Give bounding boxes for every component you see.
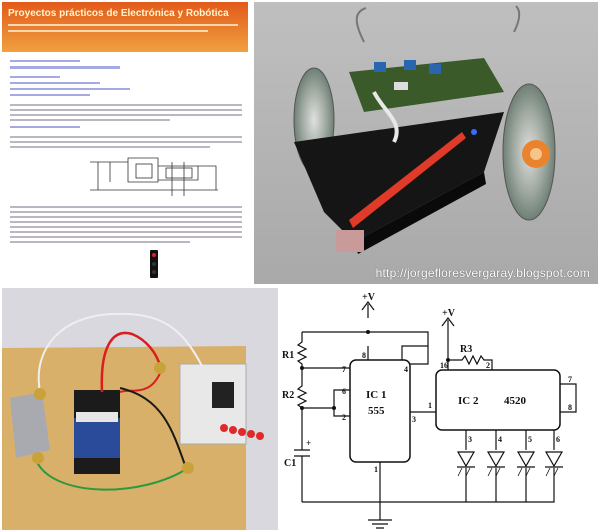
ic2-body <box>435 369 561 431</box>
ic1-pin-1: 1 <box>374 465 378 474</box>
post-meta-line <box>10 94 90 96</box>
foil-pad <box>10 392 50 458</box>
circuit-diagram: +V +V R1 R2 R3 C1 + IC 1 555 IC 2 4520 8… <box>282 292 577 529</box>
ic2-pin-2: 2 <box>486 361 490 370</box>
label-r1: R1 <box>282 350 294 361</box>
ic2-pin-5: 5 <box>528 435 532 444</box>
breadboard-photo-panel <box>2 288 278 530</box>
post-title-line <box>10 66 120 69</box>
robot-photo <box>254 2 598 284</box>
ic2-pin-16: 16 <box>440 361 448 370</box>
post-text-line <box>10 136 242 138</box>
blog-header-subtitle-line <box>8 24 238 26</box>
ic2-pin-8: 8 <box>568 403 572 412</box>
traffic-light-icon <box>150 250 158 278</box>
ic2-pin-3: 3 <box>468 435 472 444</box>
ic2-pin-6: 6 <box>556 435 560 444</box>
post-text-line <box>10 221 242 223</box>
ic1-body <box>349 359 411 463</box>
post-text-line <box>10 231 242 233</box>
ic1-pin-3: 3 <box>412 415 416 424</box>
ic2-part: 4520 <box>504 395 527 407</box>
post-text-line <box>10 226 242 228</box>
post-text-line <box>10 241 190 243</box>
label-c1: C1 <box>284 458 296 469</box>
post-text-line <box>10 119 170 121</box>
post-date-line <box>10 60 80 62</box>
post-text-line <box>10 211 242 213</box>
ic1-name: IC 1 <box>366 389 386 401</box>
blog-screenshot-panel: Proyectos prácticos de Electrónica y Rob… <box>2 2 248 284</box>
post-meta-line <box>10 88 130 90</box>
post-link-line <box>10 126 80 128</box>
led-symbols <box>456 451 564 468</box>
mini-schematic-image <box>90 157 218 196</box>
post-text-line <box>10 216 242 218</box>
supply-label-right: +V <box>442 308 456 319</box>
post-text-line <box>10 236 242 238</box>
ic1-pin-2: 2 <box>342 413 346 422</box>
ic2-pin-7: 7 <box>568 375 572 384</box>
label-r3: R3 <box>460 344 472 355</box>
capacitor-polarity: + <box>306 438 311 448</box>
post-text-line <box>10 114 242 116</box>
ic1-pin-8: 8 <box>362 351 366 360</box>
blog-header-title: Proyectos prácticos de Electrónica y Rob… <box>8 8 229 19</box>
blog-header-banner: Proyectos prácticos de Electrónica y Rob… <box>2 2 248 52</box>
circuit-diagram-panel: +V +V R1 R2 R3 C1 + IC 1 555 IC 2 4520 8… <box>282 288 598 530</box>
post-text-line <box>10 141 242 143</box>
post-text-line <box>10 104 242 106</box>
robot-photo-caption: http://jorgefloresvergaray.blogspot.com <box>375 266 590 280</box>
post-text-line <box>10 146 210 148</box>
ic1-part: 555 <box>368 405 385 417</box>
post-meta-line <box>10 82 100 84</box>
ic1-pin-4: 4 <box>404 365 408 374</box>
ic1-pin-6: 6 <box>342 387 346 396</box>
red-stripe <box>349 132 466 228</box>
breadboard-photo <box>2 288 278 530</box>
ic1-pin-7: 7 <box>342 365 346 374</box>
ic2-pin-1: 1 <box>428 401 432 410</box>
robot-photo-panel: http://jorgefloresvergaray.blogspot.com <box>254 2 598 284</box>
post-text-line <box>10 206 242 208</box>
supply-label-left: +V <box>362 292 376 303</box>
circuit-board <box>349 58 504 112</box>
ic2-name: IC 2 <box>458 395 479 407</box>
post-text-line <box>10 109 242 111</box>
ic2-pin-4: 4 <box>498 435 502 444</box>
post-meta-line <box>10 76 60 78</box>
blog-header-subtitle-line <box>8 30 208 32</box>
front-sensor <box>336 230 364 252</box>
led-row <box>220 424 264 440</box>
label-r2: R2 <box>282 390 294 401</box>
